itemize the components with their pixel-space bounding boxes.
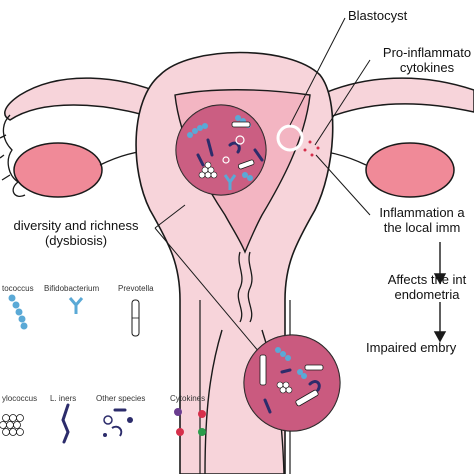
right-fallopian-tube (319, 77, 474, 122)
legend-prevotella: Prevotella (118, 284, 154, 293)
dysbiosis-label-line1: diversity and richness (13, 218, 139, 233)
inflammation-label: Inflammation a the local imm (368, 205, 474, 235)
blastocyst-shape (276, 124, 304, 152)
dysbiosis-label-line2: (dysbiosis) (44, 233, 108, 248)
legend-other-species: Other species (96, 394, 146, 403)
cervical-canal (237, 251, 253, 323)
inflammation-label-line1: Inflammation a (379, 205, 465, 220)
cytokines-label-line2: cytokines (399, 60, 455, 75)
affects-label-line1: Affects the int (387, 272, 467, 287)
impaired-label: Impaired embry (366, 340, 457, 355)
legend-bifidobacterium: Bifidobacterium (44, 284, 100, 293)
inflammation-label-line2: the local imm (383, 220, 461, 235)
affects-label: Affects the int endometria (378, 272, 474, 302)
legend-streptococcus: tococcus (2, 284, 34, 293)
right-ovary (365, 142, 455, 198)
legend-staphylococcus: ylococcus (2, 394, 38, 403)
left-fallopian-tube (0, 77, 166, 197)
legend-icons (0, 294, 206, 444)
cytokines-label-line1: Pro-inflammato (382, 45, 472, 60)
legend-cytokines: Cytokines (170, 394, 206, 403)
endometrial-microbiota-inset (175, 104, 267, 196)
cytokine-dots (303, 140, 320, 157)
left-ovary (13, 142, 103, 198)
legend-l-iners: L. iners (50, 394, 77, 403)
cytokines-label: Pro-inflammato cytokines (372, 45, 474, 75)
flow-arrows (433, 242, 447, 343)
affects-label-line2: endometria (394, 287, 460, 302)
blastocyst-label: Blastocyst (348, 8, 408, 23)
vaginal-microbiota-inset (243, 334, 341, 432)
dysbiosis-label: diversity and richness (dysbiosis) (2, 218, 150, 248)
